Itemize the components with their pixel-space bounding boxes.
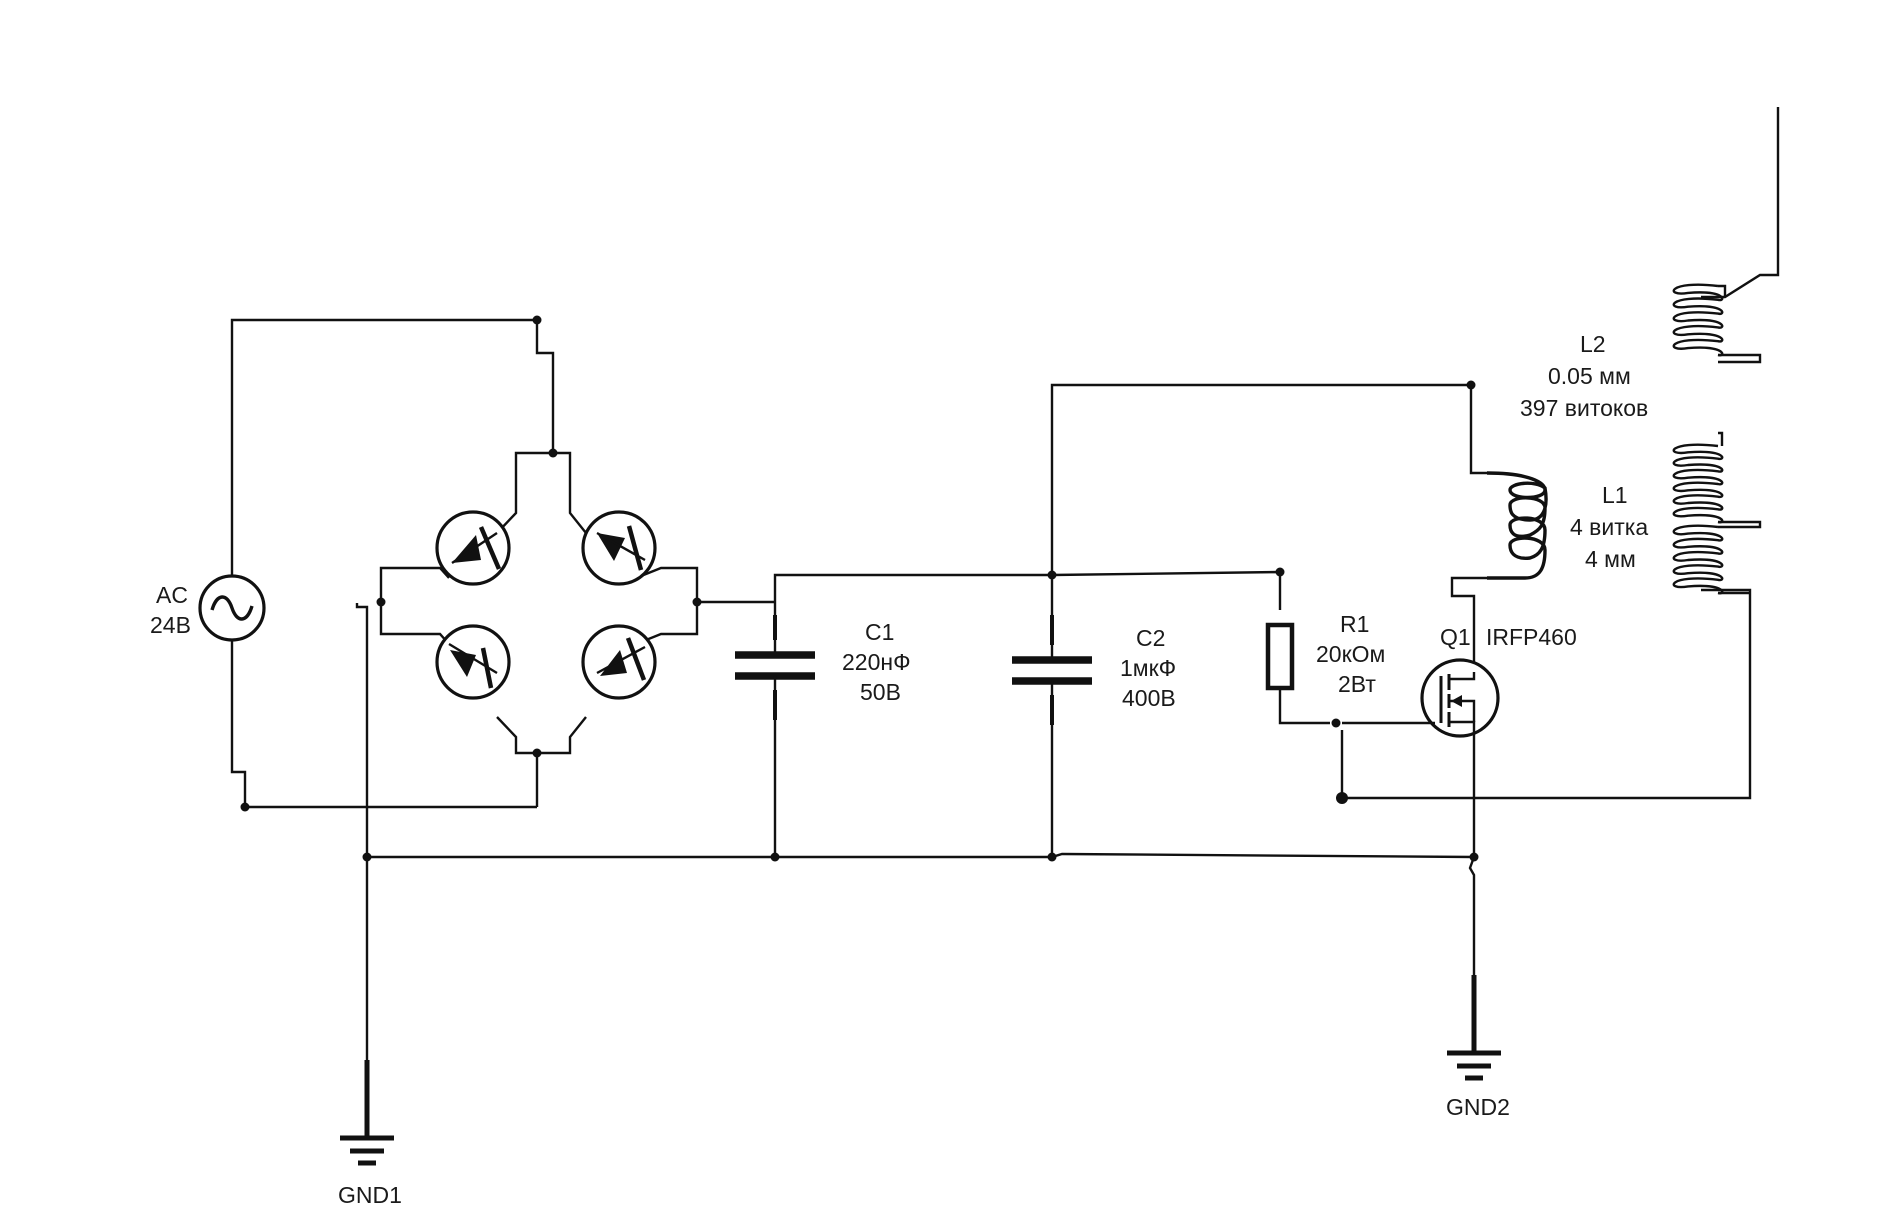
capacitor-c1: [735, 602, 815, 857]
r1-power-label: 2Вт: [1338, 671, 1376, 697]
l2-wire-label: 0.05 мм: [1548, 363, 1631, 389]
c2-ref-label: C2: [1136, 625, 1165, 651]
gnd1-label: GND1: [338, 1182, 402, 1208]
c2-voltage-label: 400В: [1122, 685, 1176, 711]
l2-winding: [1672, 283, 1724, 595]
ground-gnd1: [340, 1060, 394, 1166]
r1-resistance-label: 20кОм: [1316, 641, 1385, 667]
ac-source: [198, 318, 537, 809]
source-ref-label: AC: [156, 582, 188, 608]
inductor-l2: [1672, 283, 1762, 595]
wiring: [362, 107, 1780, 1060]
l1-turns-label: 4 витка: [1570, 514, 1648, 540]
r1-ref-label: R1: [1340, 611, 1369, 637]
resistor-r1: [1265, 622, 1295, 691]
c1-ref-label: C1: [865, 619, 894, 645]
l2-turns-label: 397 витоков: [1520, 395, 1648, 421]
ground-gnd2: [1447, 975, 1501, 1081]
q1-ref-label: Q1: [1440, 624, 1471, 650]
q1-part-label: IRFP460: [1486, 624, 1577, 650]
diode-d1: [435, 510, 511, 586]
l2-taps: [1718, 284, 1762, 595]
c1-capacitance-label: 220нФ: [842, 649, 911, 675]
diode-d3: [435, 624, 511, 700]
c1-voltage-label: 50В: [860, 679, 901, 705]
diode-d2: [581, 510, 657, 586]
source-value-label: 24В: [150, 612, 191, 638]
capacitor-c2: [1012, 575, 1092, 857]
l1-ref-label: L1: [1602, 482, 1628, 508]
c2-capacitance-label: 1мкФ: [1120, 655, 1176, 681]
gnd2-label: GND2: [1446, 1094, 1510, 1120]
diode-d4: [581, 624, 657, 700]
bridge-rectifier: [240, 315, 775, 854]
inductor-l1: [1486, 471, 1548, 580]
l2-ref-label: L2: [1580, 331, 1606, 357]
sine-wave-icon: [210, 595, 254, 621]
mosfet-q1: [1410, 658, 1500, 755]
l1-size-label: 4 мм: [1585, 546, 1636, 572]
